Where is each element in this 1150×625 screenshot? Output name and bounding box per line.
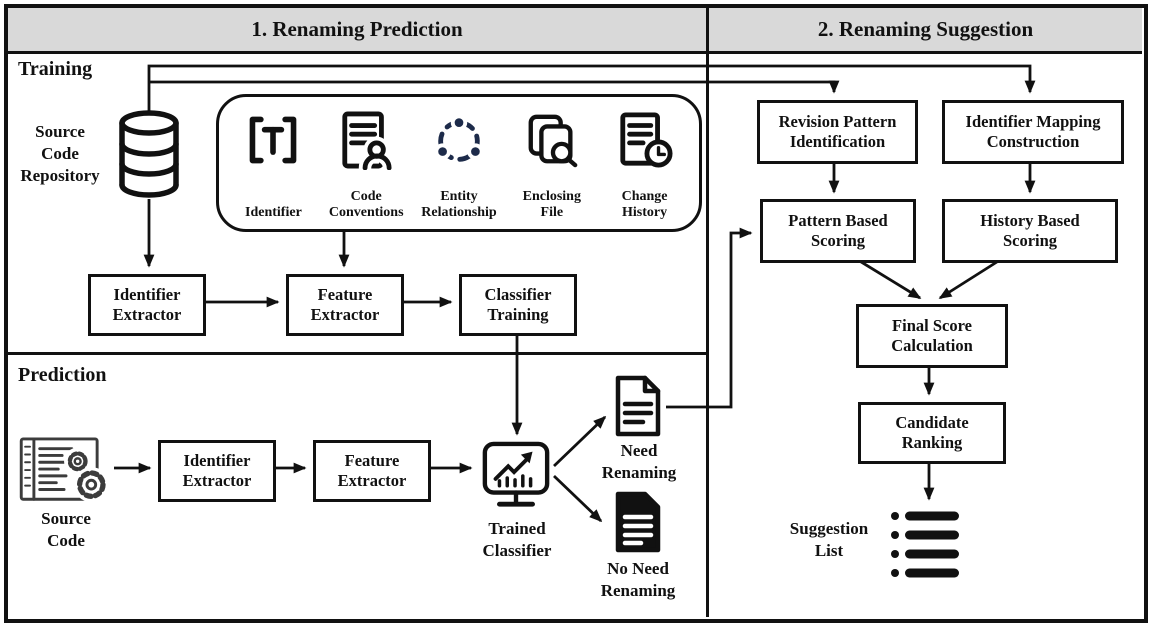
entity-relationship-icon [431,103,487,177]
candidate-ranking-box: Candidate Ranking [858,402,1006,464]
trained-classifier-icon [480,440,552,512]
change-history-icon [617,103,673,177]
header-renaming-suggestion: 2. Renaming Suggestion [817,17,1034,41]
identifier-brackets-icon [245,103,301,177]
feature-item-identifier: Identifier [227,103,320,225]
feature-label: Enclosing File [522,188,581,220]
feature-item-code-conventions: Code Conventions [320,103,413,225]
header-band [8,8,1142,54]
source-code-label: Source Code [41,509,91,551]
feature-item-enclosing-file: Enclosing File [505,103,598,225]
suggestion-list-icon [888,507,964,579]
need-renaming-doc-icon [612,374,664,438]
feature-label: Change History [621,188,668,220]
prediction-feature-extractor-box: Feature Extractor [313,440,431,502]
enclosing-file-icon [524,103,580,177]
training-prediction-divider [8,352,706,355]
header-renaming-prediction: 1. Renaming Prediction [251,17,463,41]
training-section-label: Training [18,58,93,80]
classifier-training-box: Classifier Training [459,274,577,336]
trained-classifier-label: Trained Classifier [482,519,552,561]
prediction-identifier-extractor-box: Identifier Extractor [158,440,276,502]
no-need-renaming-doc-icon [612,490,664,554]
code-conventions-icon [339,103,394,177]
feature-item-entity-relationship: Entity Relationship [413,103,506,225]
feature-group-box: Identifier Code Conventions [216,94,702,232]
no-need-renaming-label: No Need Renaming [600,559,676,601]
pattern-based-scoring-box: Pattern Based Scoring [760,199,916,263]
prediction-section-label: Prediction [18,364,107,386]
need-renaming-label: Need Renaming [601,441,677,483]
final-score-calculation-box: Final Score Calculation [856,304,1008,368]
source-code-repository-label: Source Code Repository [20,122,100,186]
history-based-scoring-box: History Based Scoring [942,199,1118,263]
source-code-icon [16,436,116,508]
training-feature-extractor-box: Feature Extractor [286,274,404,336]
suggestion-list-label: Suggestion List [789,519,869,561]
feature-label: Entity Relationship [421,188,497,220]
source-code-repository-icon [117,110,181,200]
revision-pattern-identification-box: Revision Pattern Identification [757,100,918,164]
feature-label: Code Conventions [328,188,404,220]
feature-item-change-history: Change History [598,103,691,225]
feature-label: Identifier [245,204,302,220]
panel-divider [706,8,709,617]
identifier-mapping-construction-box: Identifier Mapping Construction [942,100,1124,164]
training-identifier-extractor-box: Identifier Extractor [88,274,206,336]
